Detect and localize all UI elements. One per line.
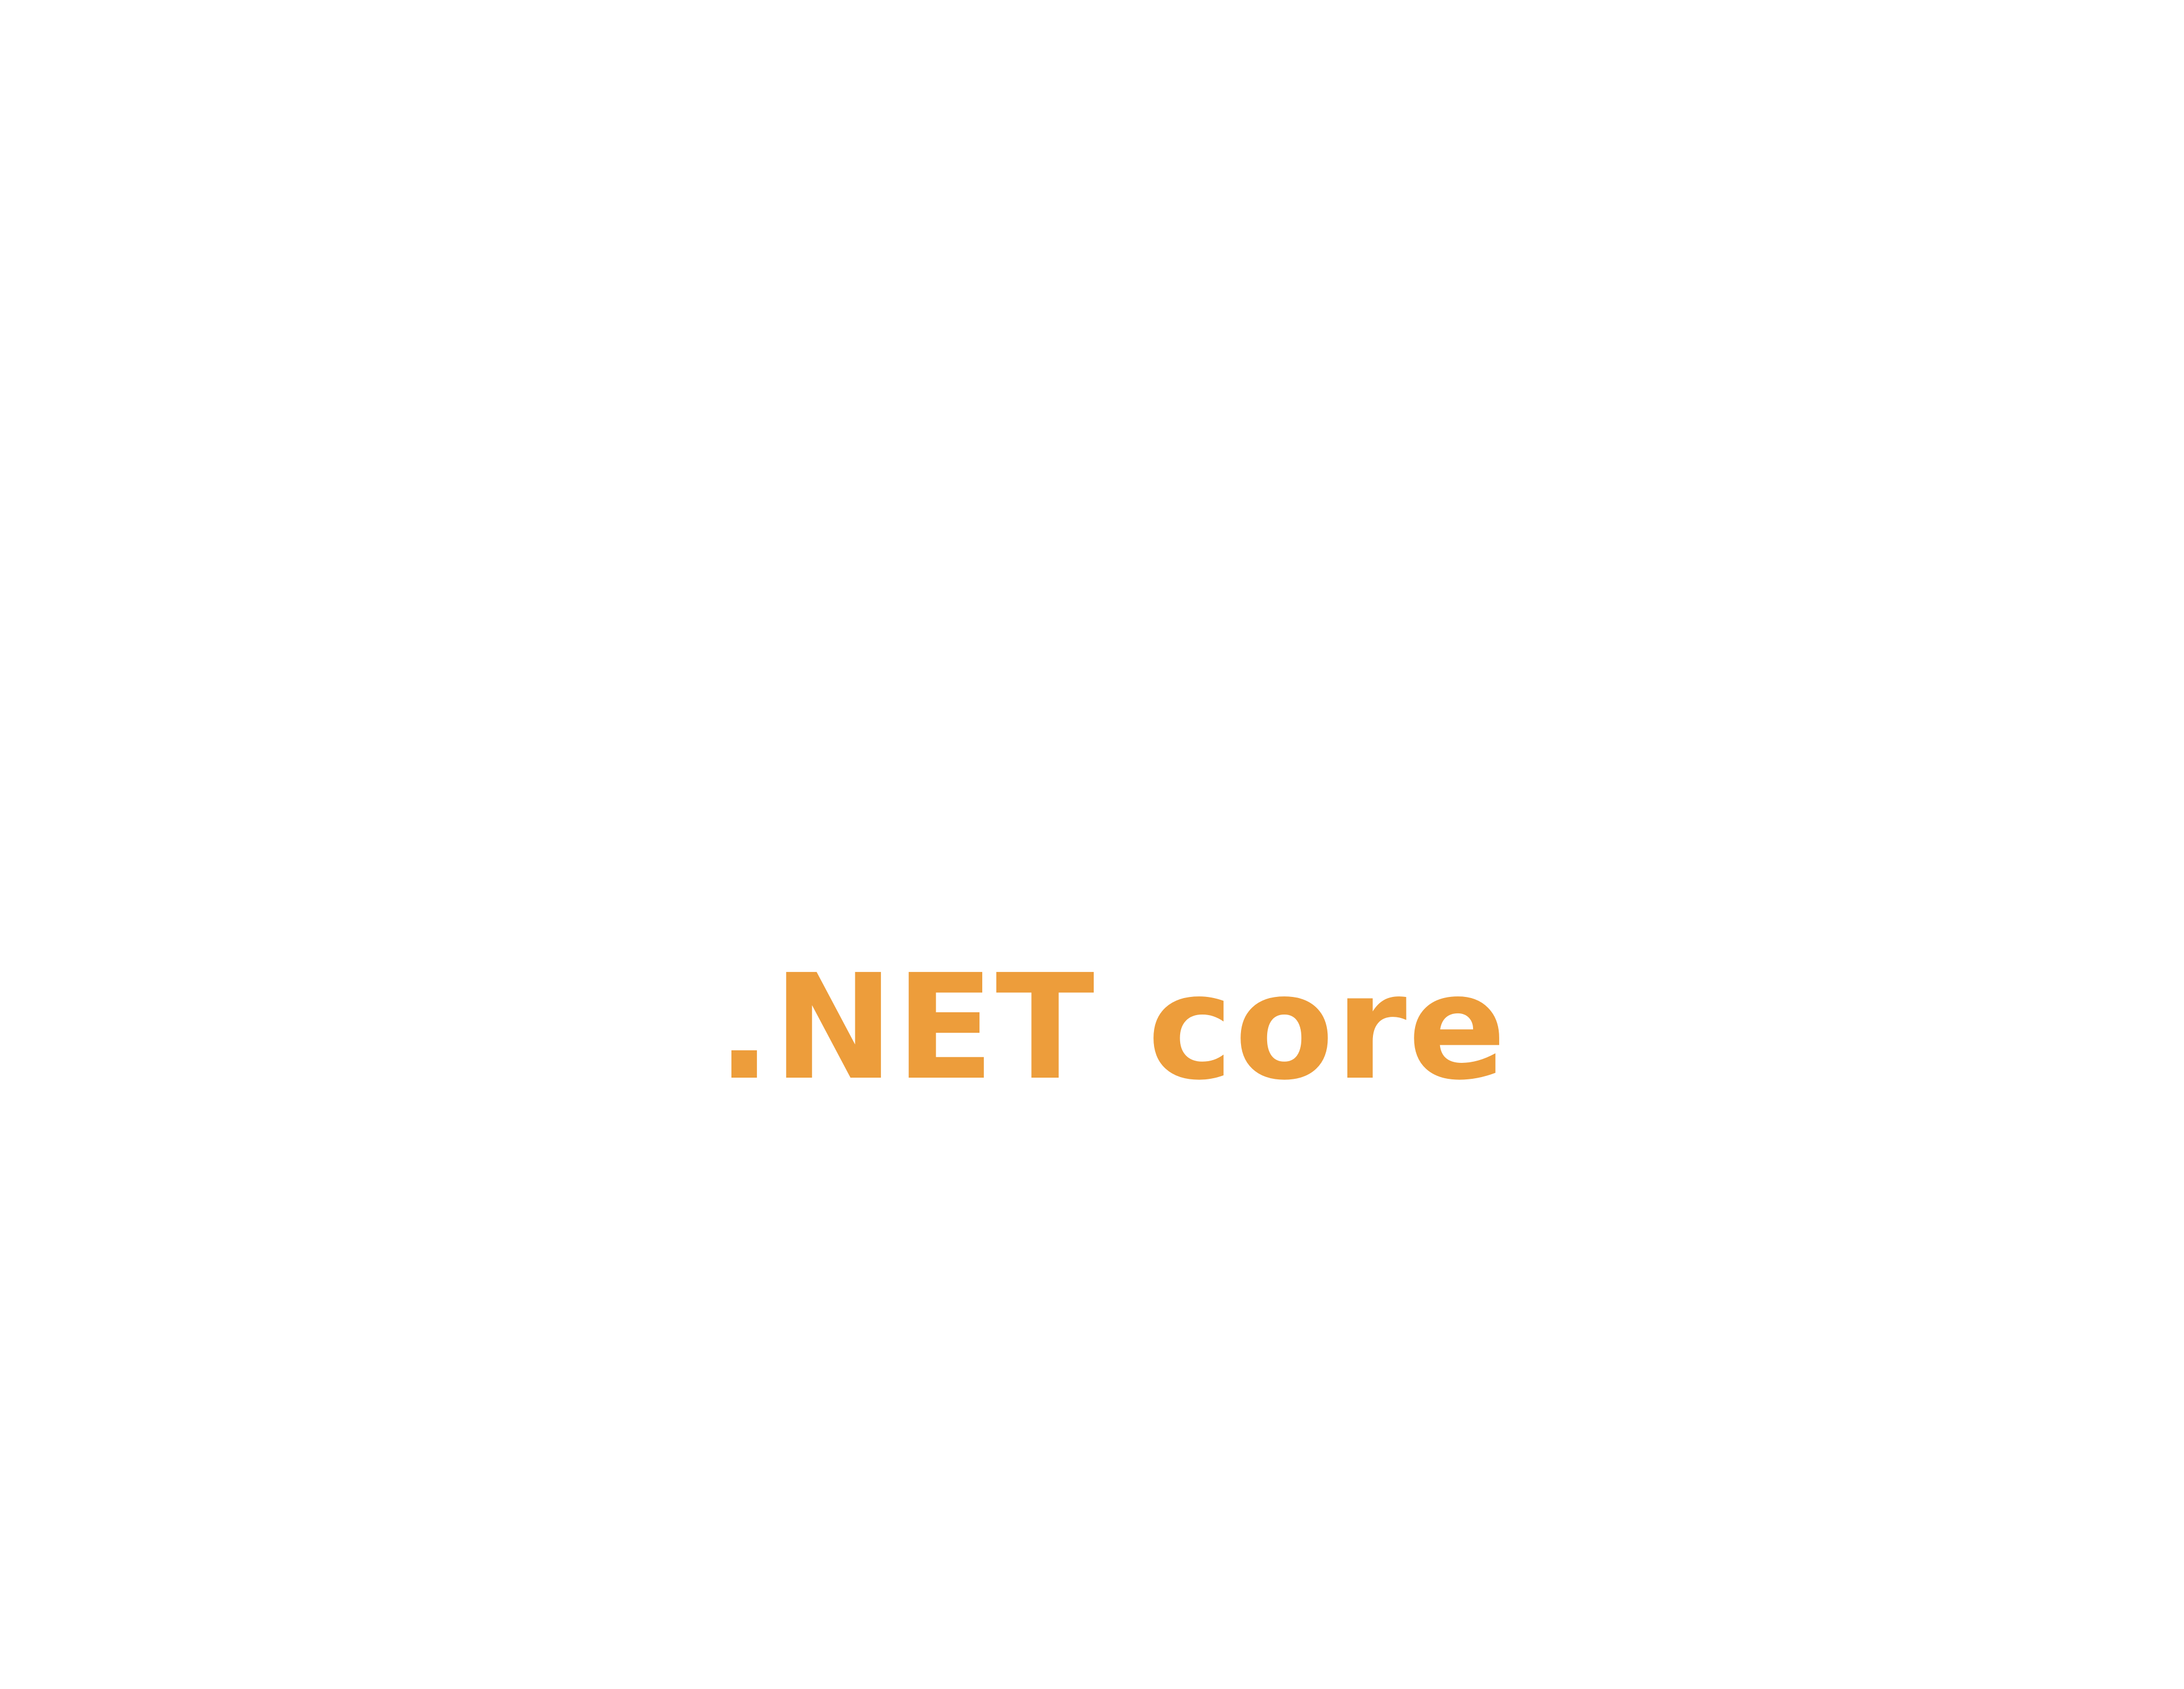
dotnet-core-wordmark: .NET core <box>717 943 1508 1112</box>
